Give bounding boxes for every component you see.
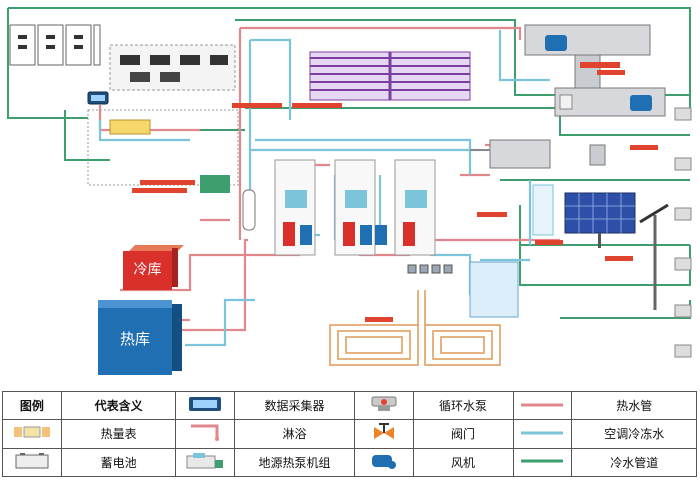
ground-source-heat-pump-icon [175,447,236,478]
equipment-tags [132,70,658,322]
floor-heating-coils [329,290,501,366]
data-collector-icon [175,390,236,421]
legend-shower: 淋浴 [234,419,355,449]
air-handling-units [524,24,666,117]
legend-row: 蓄电池 地源热泵机组 风机 冷水管道 [2,447,697,478]
cold-store-label: 冷库 [133,261,162,277]
legend-fan: 风机 [412,447,514,478]
solar-panel-icon [564,192,636,248]
legend-row: 图例 代表含义 数据采集器 循环水泵 热水管 [2,390,697,421]
legend-row: 热量表 淋浴 阀门 空调冷冻水 [2,419,697,449]
radiator-tank [532,184,554,236]
legend-heat-meter: 热量表 [60,419,177,449]
hot-water-pipe-icon [512,390,573,421]
valve-icon [353,419,414,449]
cold-water-network [7,7,691,319]
circulation-pumps [407,264,453,274]
legend-ac-chilled-water: 空调冷冻水 [571,419,697,449]
air-conditioner-unit [470,139,606,169]
wind-turbine-icon [639,203,669,310]
water-tank [469,261,519,318]
legend-header-legend: 图例 [2,390,62,421]
control-cabinets [9,24,101,66]
ground-source-heat-pump-units [274,159,436,256]
legend-ground-source-heat-pump: 地源热泵机组 [234,447,355,478]
cold-store: 冷库 [123,245,184,290]
legend-header-meaning: 代表含义 [60,390,177,421]
legend-valve: 阀门 [412,419,514,449]
storage-tank [242,189,256,231]
pipe-manifold [87,109,239,193]
fan-icon [353,447,414,478]
battery-icon [2,447,62,478]
legend-table: 图例 代表含义 数据采集器 循环水泵 热水管 热量表 淋浴 阀门 空调冷冻水 [2,390,697,478]
heat-meter-icon [2,419,62,449]
legend-cold-water-pipe: 冷水管道 [571,447,697,478]
hot-store-label: 热库 [119,331,150,348]
legend-battery: 蓄电池 [60,447,177,478]
control-panel-group [109,44,236,91]
chilled-water-pipe-icon [512,419,573,449]
system-diagram [7,7,692,366]
shower-icon [175,419,236,449]
hot-store: 热库 [98,300,182,375]
cold-water-pipe-icon [512,447,573,478]
legend-hot-water-pipe: 热水管 [571,390,697,421]
solar-thermal-collector [292,51,471,108]
fan-icon [674,107,692,358]
legend-data-collector: 数据采集器 [234,390,355,421]
circulation-pump-icon [353,390,414,421]
legend-circulation-pump: 循环水泵 [412,390,514,421]
data-collector-icon [87,91,109,105]
